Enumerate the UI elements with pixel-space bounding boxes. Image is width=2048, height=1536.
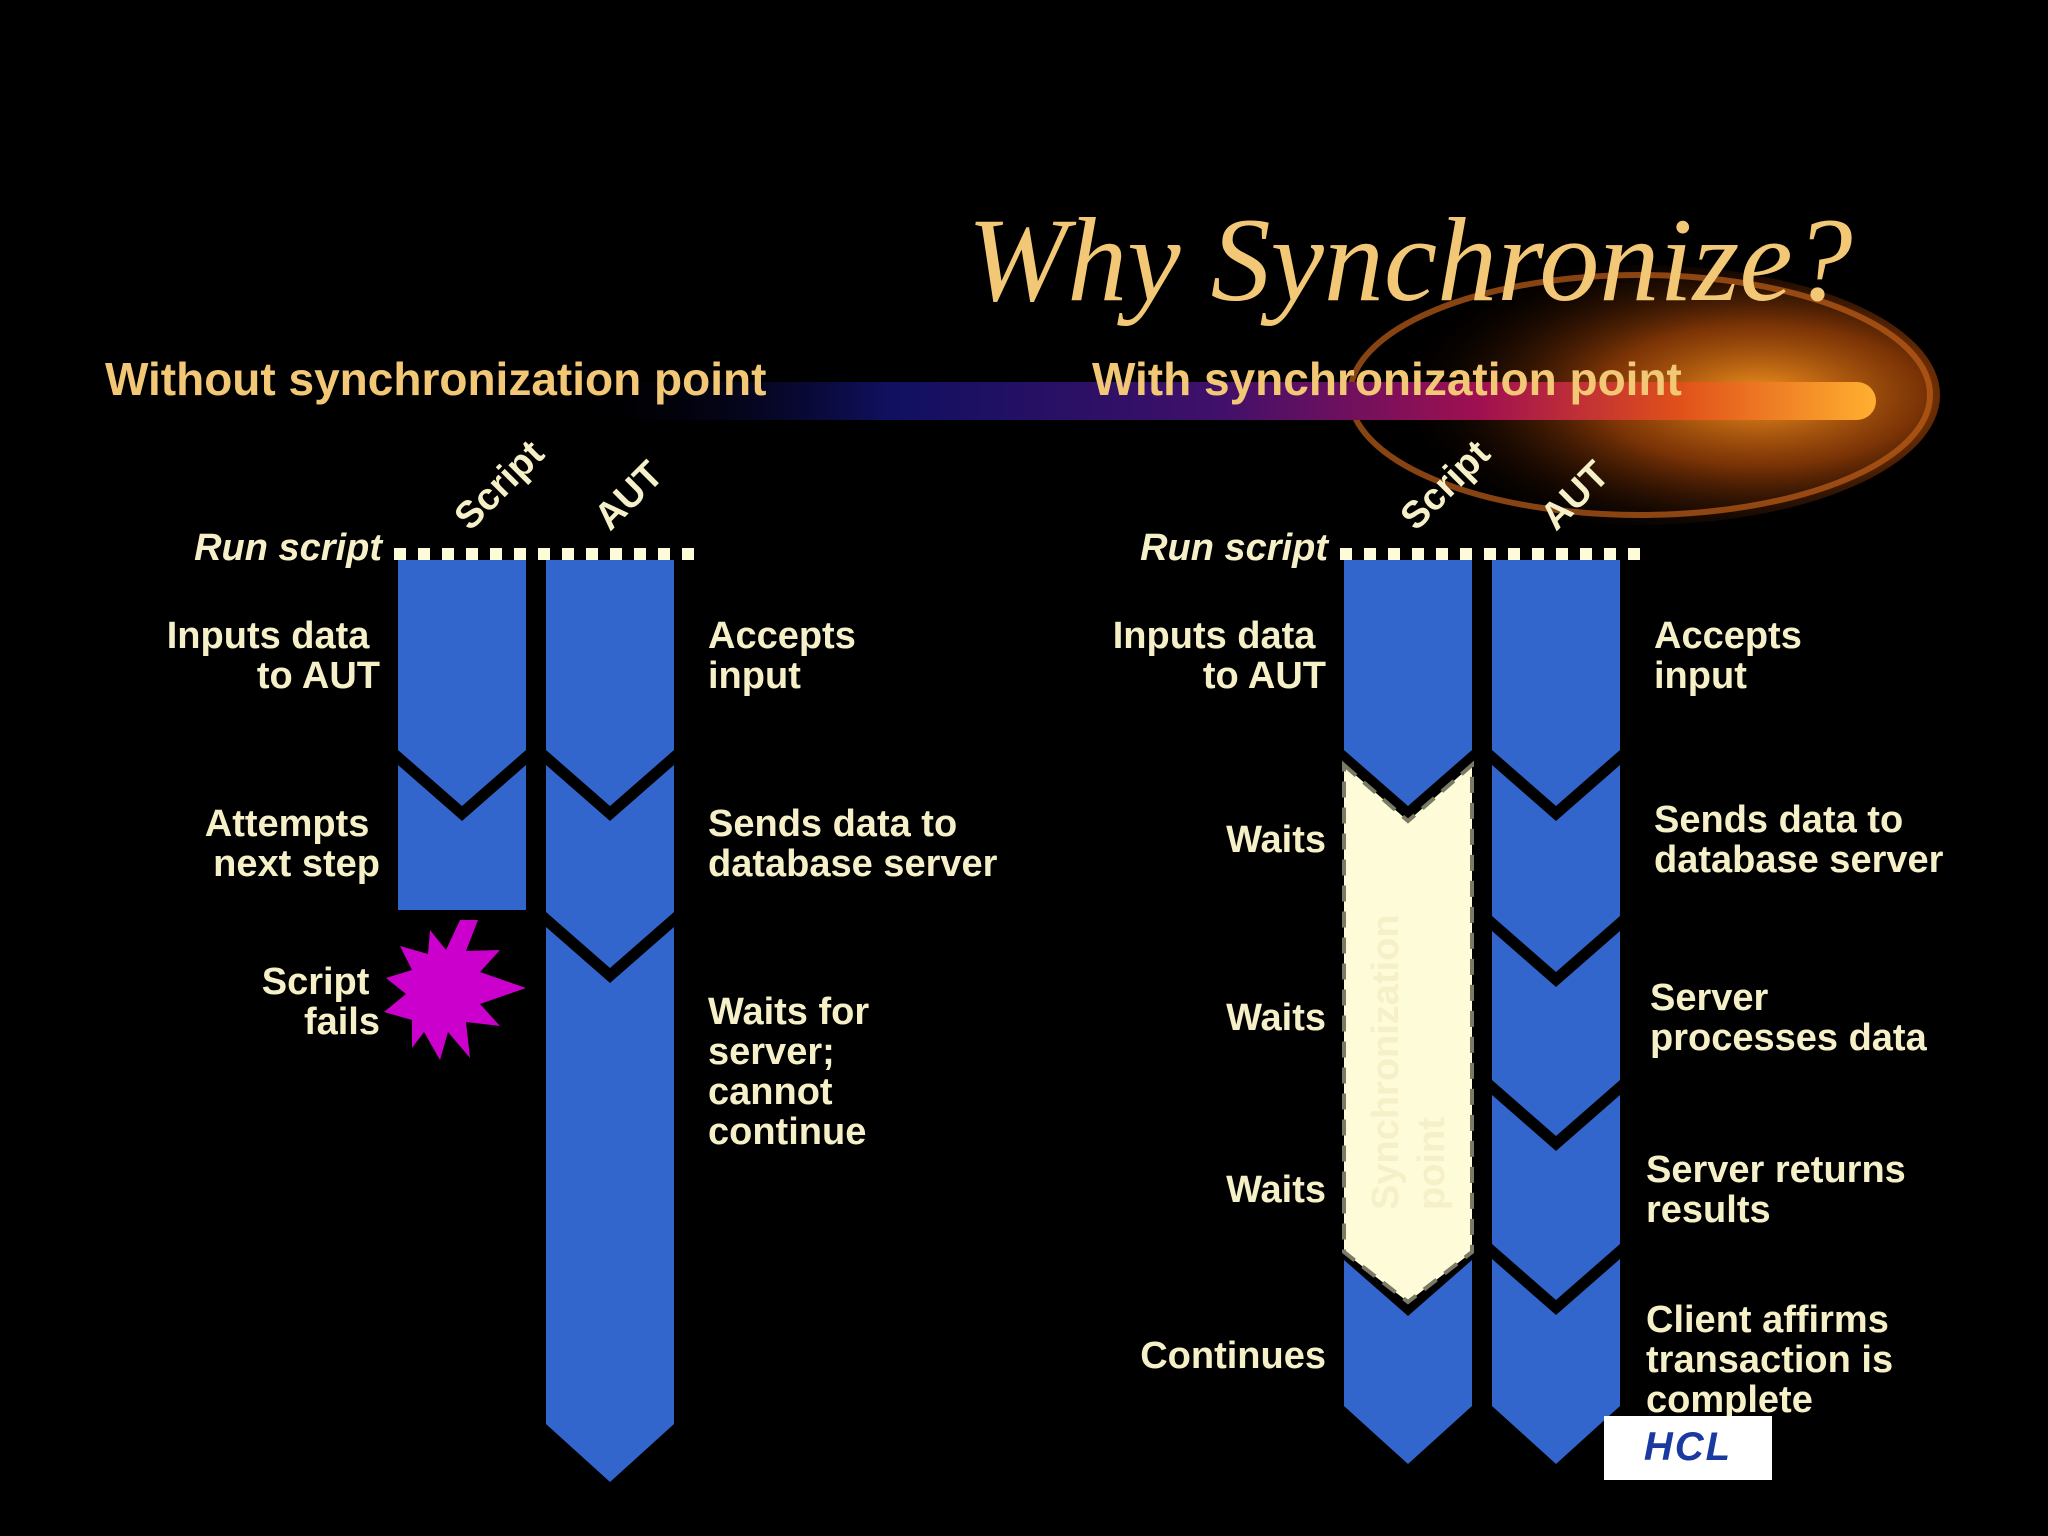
sync-point-arrow xyxy=(1342,760,1474,1305)
left-column-aut: AUT xyxy=(587,453,672,538)
gradient-bar xyxy=(560,382,1876,420)
left-aut-step-3: Waits for server; cannot continue xyxy=(708,991,880,1153)
right-aut-step-4: Server returns results xyxy=(1646,1149,1916,1231)
right-script-step-5: Continues xyxy=(1140,1335,1326,1377)
right-script-step-2: Waits xyxy=(1226,819,1326,861)
hcl-logo-text: HCL xyxy=(1644,1425,1732,1469)
left-aut-step-2: Sends data to database server xyxy=(708,803,998,885)
right-script-step-3: Waits xyxy=(1226,997,1326,1039)
right-script-arrow-1 xyxy=(1344,560,1472,806)
left-aut-step-1: Accepts input xyxy=(708,615,866,697)
hcl-logo-box xyxy=(1604,1416,1772,1480)
left-heading: Without synchronization point xyxy=(105,353,766,405)
page-title: Why Synchronize? xyxy=(967,193,1852,326)
left-aut-arrow-1 xyxy=(546,560,674,806)
right-heading: With synchronization point xyxy=(1092,353,1682,405)
right-aut-step-2: Sends data to database server xyxy=(1654,799,1944,881)
right-script-step-4: Waits xyxy=(1226,1169,1326,1211)
right-aut-step-3: Server processes data xyxy=(1650,977,1928,1059)
left-script-arrow-1 xyxy=(398,560,526,806)
right-aut-arrow-3 xyxy=(1492,931,1620,1136)
right-panel: Synchronization point Script AUT Run scr… xyxy=(1113,432,1944,1464)
left-aut-arrow-2 xyxy=(546,765,674,968)
right-aut-arrow-5 xyxy=(1492,1259,1620,1464)
left-script-step-1: Inputs data to AUT xyxy=(167,615,380,697)
left-panel: Script AUT Run script Inputs data to AUT… xyxy=(167,432,998,1482)
left-column-script: Script xyxy=(447,432,553,538)
hcl-logo: HCL xyxy=(1604,1416,1772,1480)
right-aut-arrow-2 xyxy=(1492,765,1620,972)
right-aut-arrow-4 xyxy=(1492,1095,1620,1300)
right-aut-arrow-1 xyxy=(1492,560,1620,806)
left-script-step-3: Script fails xyxy=(262,961,380,1043)
right-aut-step-5: Client affirms transaction is complete xyxy=(1646,1299,1904,1421)
left-run-script: Run script xyxy=(194,527,383,569)
left-script-step-2: Attempts next step xyxy=(205,803,380,885)
left-aut-arrow-3 xyxy=(546,927,674,1482)
right-script-arrow-3 xyxy=(1344,1260,1472,1464)
right-run-script: Run script xyxy=(1140,527,1329,569)
right-aut-step-1: Accepts input xyxy=(1654,615,1812,697)
left-script-arrow-2 xyxy=(398,765,526,910)
script-fails-burst-icon xyxy=(384,920,526,1060)
sync-point-label: Synchronization point xyxy=(1365,904,1453,1210)
right-script-step-1: Inputs data to AUT xyxy=(1113,615,1326,697)
